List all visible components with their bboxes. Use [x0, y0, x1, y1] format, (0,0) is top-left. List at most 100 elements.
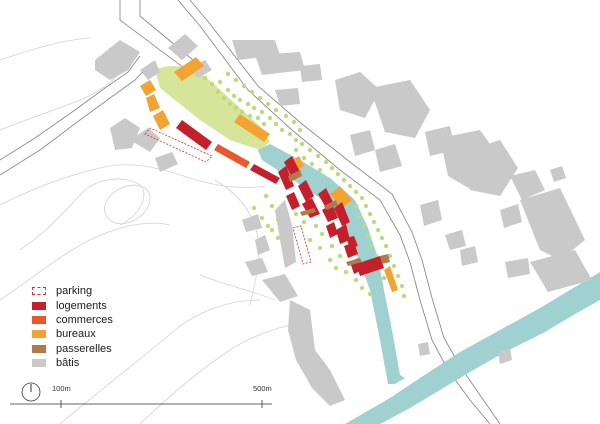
tree-icon: [399, 283, 405, 289]
tree-icon: [369, 243, 375, 249]
tree-icon: [261, 121, 267, 127]
legend-item-commerces: commerces: [32, 313, 113, 327]
legend-label-batis: bâtis: [56, 357, 80, 370]
tree-icon: [317, 245, 323, 251]
tree-icon: [233, 105, 239, 111]
legend-swatch-passerelles: [32, 344, 46, 353]
tree-icon: [247, 113, 253, 119]
legend-label-logements: logements: [56, 299, 107, 312]
tree-icon: [257, 95, 263, 101]
tree-icon: [233, 77, 239, 83]
tree-icon: [259, 215, 265, 221]
tree-icon: [291, 119, 297, 125]
parking-lot-south: [292, 225, 312, 265]
legend-label-commerces: commerces: [56, 313, 113, 326]
legend-swatch-logements: [32, 301, 46, 310]
tree-icon: [383, 243, 389, 249]
tree-icon: [343, 269, 349, 275]
legend-swatch-parking: [32, 287, 46, 296]
parking-areas: [144, 127, 312, 265]
tree-icon: [275, 235, 281, 241]
tree-icon: [387, 253, 393, 259]
river: [345, 272, 600, 424]
legend-swatch-bureaux: [32, 330, 46, 339]
tree-icon: [361, 223, 367, 229]
tree-icon: [293, 211, 299, 217]
tree-icon: [315, 153, 321, 159]
tree-icon: [353, 189, 359, 195]
canal: [258, 144, 405, 384]
tree-icon: [255, 115, 261, 121]
tree-icon: [227, 101, 233, 107]
tree-icon: [309, 161, 315, 167]
passerelles: [288, 170, 390, 266]
canal-label-marks: [387, 305, 403, 353]
tree-icon: [317, 167, 323, 173]
tree-icon: [265, 101, 271, 107]
tree-icon: [391, 263, 397, 269]
scale-label-100: 100m: [52, 384, 71, 393]
parking-lot-north: [144, 127, 213, 163]
legend-label-passerelles: passerelles: [56, 342, 112, 355]
tree-icon: [241, 83, 247, 89]
tree-icon: [307, 147, 313, 153]
tree-icon: [333, 265, 339, 271]
north-arrow-icon: [21, 382, 41, 402]
tree-icon: [209, 81, 215, 87]
tree-icon: [251, 105, 257, 111]
legend-item-passerelles: passerelles: [32, 342, 113, 356]
tree-icon: [287, 131, 293, 137]
trees: [202, 71, 407, 299]
tree-icon: [283, 113, 289, 119]
tree-icon: [225, 87, 231, 93]
tree-icon: [359, 195, 365, 201]
contour-lines: [0, 37, 291, 424]
scale-bar: 100m 500m: [10, 382, 272, 412]
tree-icon: [265, 223, 271, 229]
tree-icon: [367, 211, 373, 217]
tree-icon: [353, 203, 359, 209]
tree-icon: [301, 219, 307, 225]
tree-icon: [327, 257, 333, 263]
tree-icon: [297, 127, 303, 133]
tree-icon: [371, 219, 377, 225]
park-area: [155, 65, 270, 150]
tree-icon: [245, 101, 251, 107]
tree-icon: [259, 109, 265, 115]
tree-icon: [347, 183, 353, 189]
tree-icon: [239, 109, 245, 115]
tree-icon: [353, 277, 359, 283]
tree-icon: [329, 165, 335, 171]
legend-label-parking: parking: [56, 285, 93, 298]
tree-icon: [267, 115, 273, 121]
legend-item-batis: bâtis: [32, 356, 113, 370]
legend-item-bureaux: bureaux: [32, 327, 113, 341]
legend-label-bureaux: bureaux: [56, 328, 96, 341]
tree-icon: [313, 223, 319, 229]
tree-icon: [215, 89, 221, 95]
tree-icon: [202, 75, 208, 81]
tree-icon: [299, 141, 305, 147]
scale-label-500: 500m: [253, 384, 272, 393]
tree-icon: [395, 273, 401, 279]
tree-icon: [217, 79, 223, 85]
commerces-buildings: [214, 144, 250, 168]
tree-icon: [263, 193, 269, 199]
tree-icon: [375, 227, 381, 233]
bureaux-buildings: [140, 57, 398, 292]
tree-icon: [323, 159, 329, 165]
tree-icon: [329, 243, 335, 249]
tree-icon: [251, 205, 257, 211]
tree-icon: [221, 95, 227, 101]
existing-buildings: [95, 34, 592, 406]
legend-item-logements: logements: [32, 298, 113, 312]
tree-icon: [293, 137, 299, 143]
legend-item-parking: parking: [32, 284, 113, 298]
tree-icon: [307, 237, 313, 243]
tree-icon: [365, 233, 371, 239]
legend-swatch-commerces: [32, 315, 46, 324]
tree-icon: [237, 97, 243, 103]
legend-swatch-batis: [32, 359, 46, 368]
